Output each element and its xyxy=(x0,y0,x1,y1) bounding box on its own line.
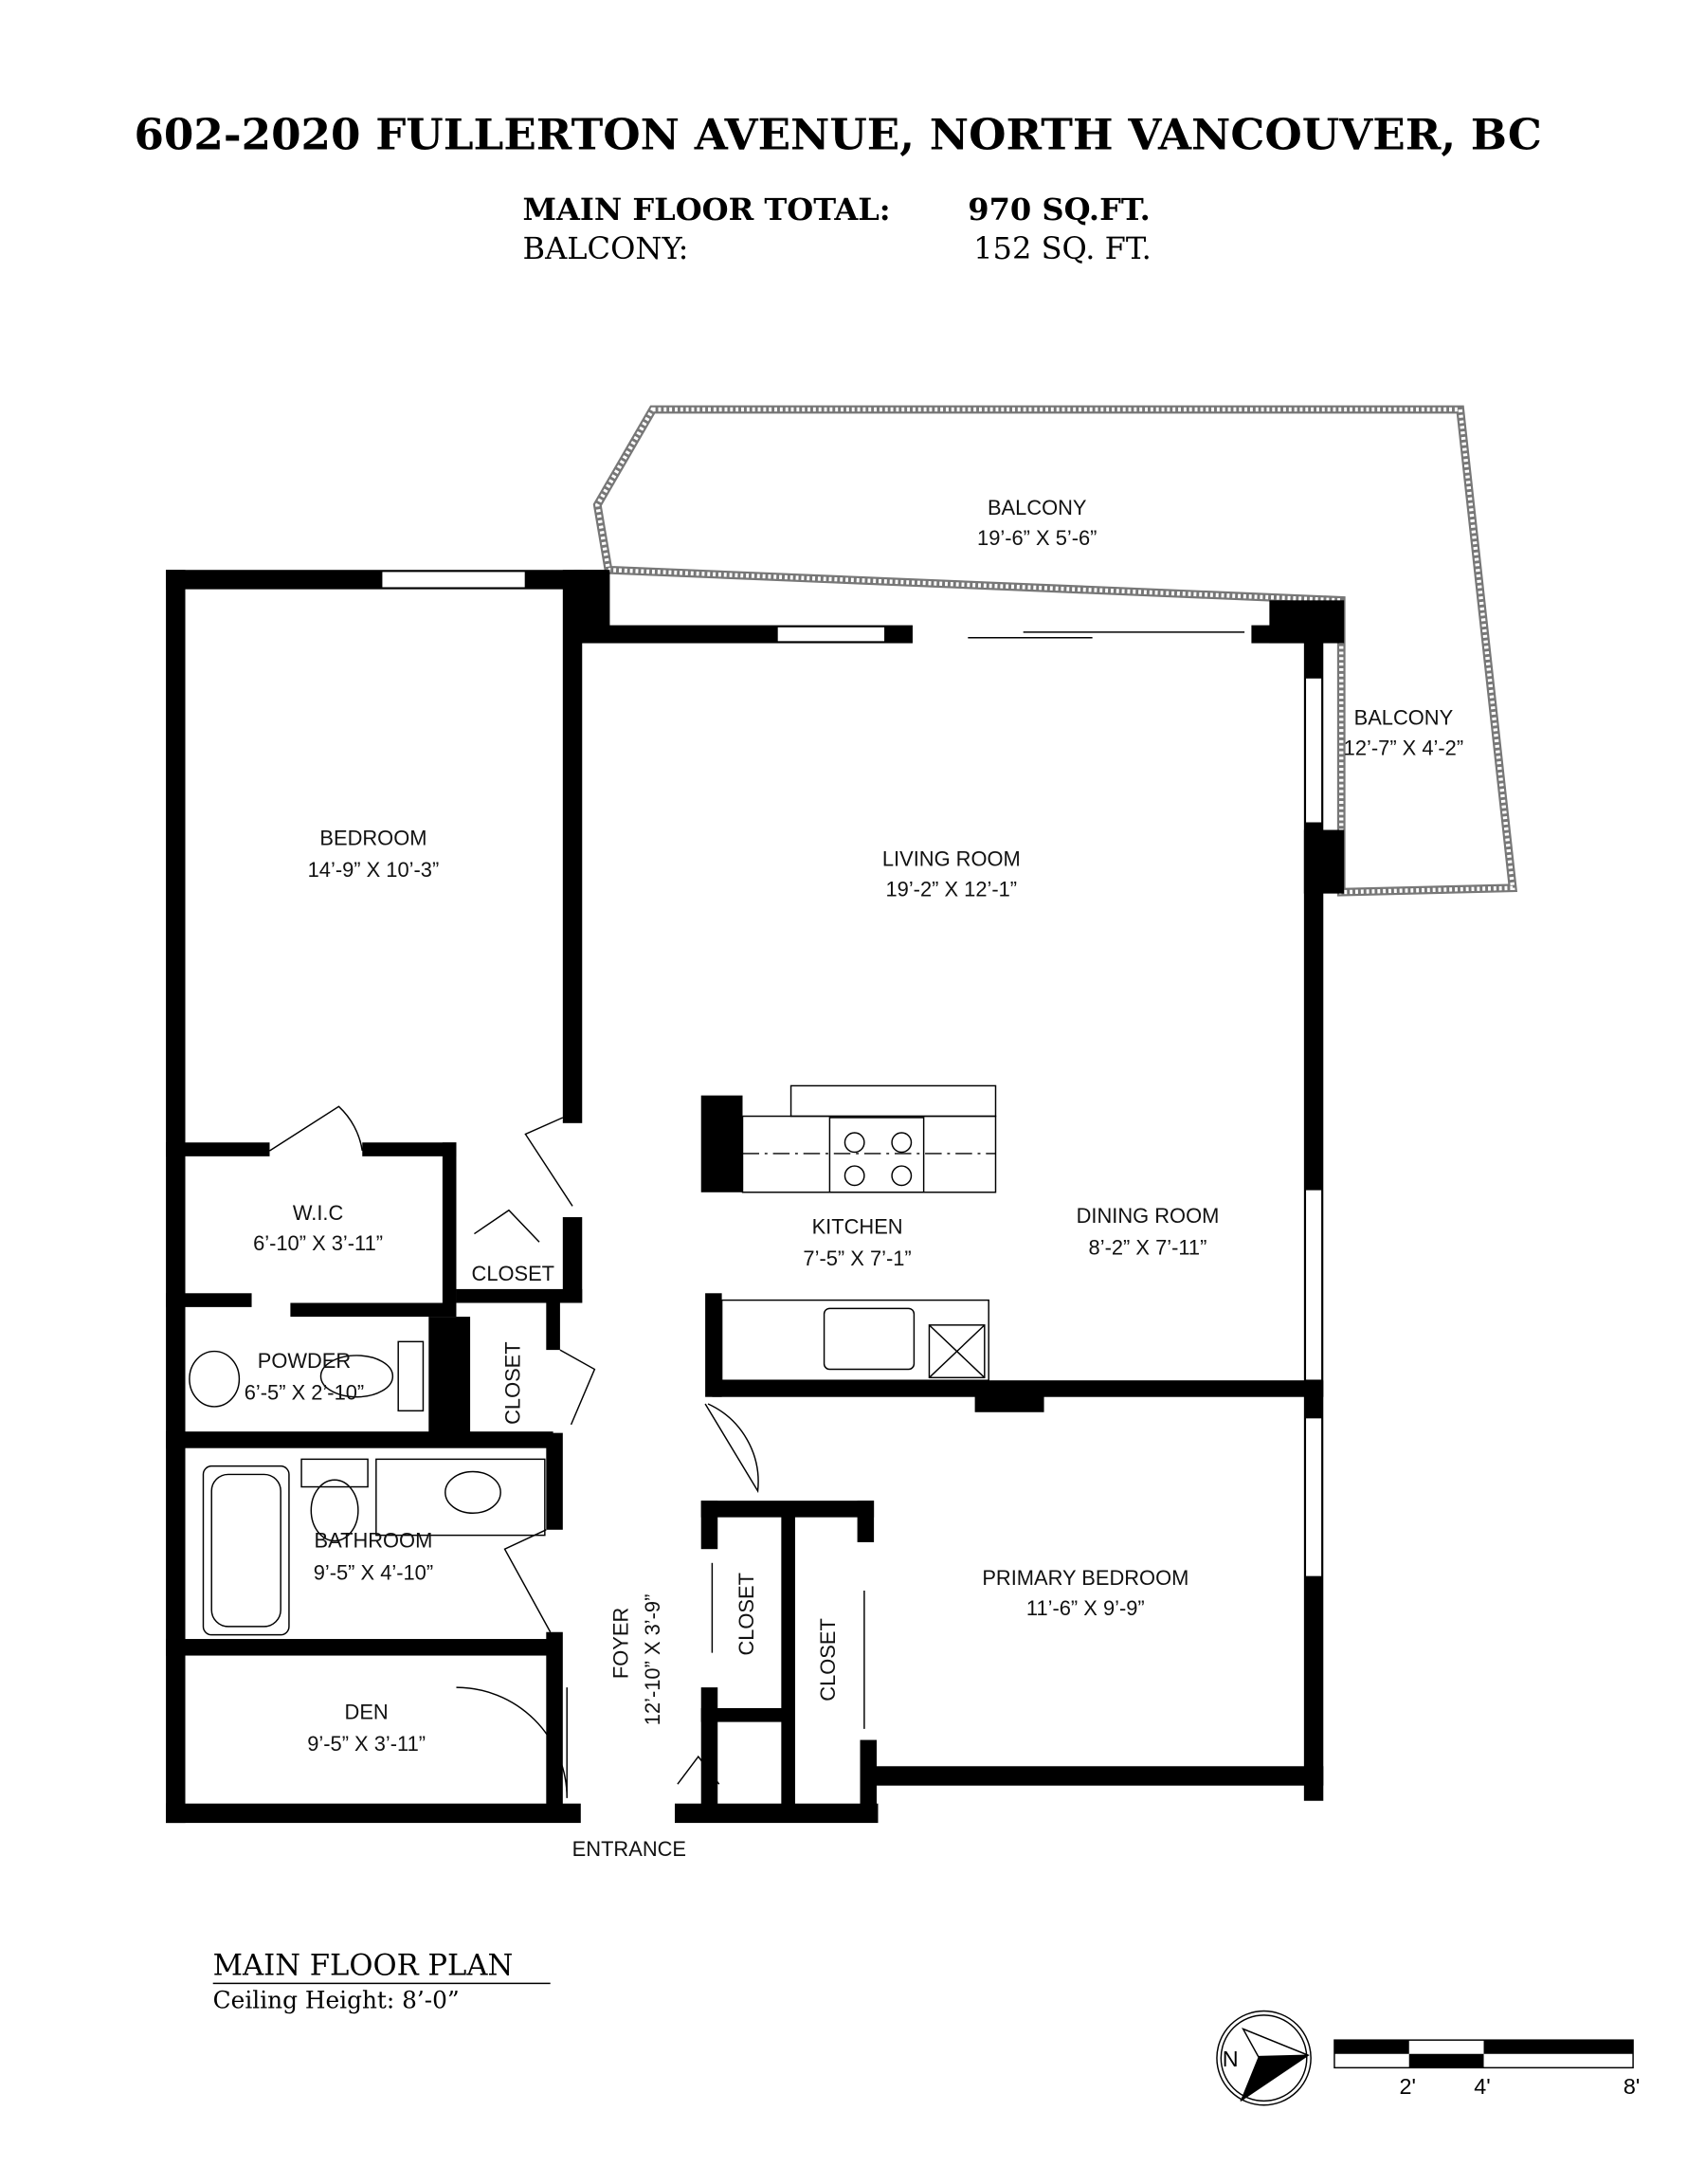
bathroom-fixtures xyxy=(189,1340,546,1636)
scale-label-2: 2' xyxy=(1400,2074,1416,2099)
dining-name: DINING ROOM xyxy=(1077,1204,1220,1228)
dining-size: 8’-2” X 7’-11” xyxy=(1089,1235,1207,1259)
living-name: LIVING ROOM xyxy=(882,846,1021,870)
closet-primary-label: CLOSET xyxy=(816,1618,840,1702)
closet-foyer-label: CLOSET xyxy=(735,1573,758,1656)
balcony-side-name: BALCONY xyxy=(1354,706,1454,730)
den-size: 9’-5” X 3’-11” xyxy=(307,1732,426,1756)
primary-size: 11’-6” X 9’-9” xyxy=(1026,1596,1145,1620)
bathroom-size: 9’-5” X 4’-10” xyxy=(314,1560,433,1584)
north-arrow-icon: N xyxy=(1216,2010,1312,2106)
den-name: DEN xyxy=(345,1701,389,1724)
bedroom-name: BEDROOM xyxy=(319,827,426,850)
foyer-size: 12’-10” X 3’-9” xyxy=(641,1594,664,1726)
page-title: 602-2020 FULLERTON AVENUE, NORTH VANCOUV… xyxy=(134,110,1541,160)
balcony-top-size: 19’-6” X 5’-6” xyxy=(977,526,1097,550)
scale-bar: 2' 4' 8' xyxy=(1333,2039,1640,2099)
scale-label-4: 4' xyxy=(1474,2074,1490,2099)
wic-name: W.I.C xyxy=(293,1201,343,1225)
main-floor-label: MAIN FLOOR TOTAL: xyxy=(523,191,891,228)
living-size: 19’-2” X 12’-1” xyxy=(885,878,1017,901)
powder-size: 6’-5” X 2’-10” xyxy=(245,1381,364,1405)
ceiling-height: Ceiling Height: 8’-0” xyxy=(213,1987,460,2014)
main-floor-value: 970 SQ.FT. xyxy=(968,191,1150,228)
entrance-label: ENTRANCE xyxy=(572,1837,686,1861)
walls xyxy=(166,570,1345,1824)
balcony-outline xyxy=(592,405,1518,897)
kitchen-counter xyxy=(720,1084,997,1381)
kitchen-name: KITCHEN xyxy=(812,1215,903,1239)
foyer-name: FOYER xyxy=(608,1608,632,1679)
closet-wic-label: CLOSET xyxy=(472,1262,555,1285)
balcony-side-size: 12’-7” X 4’-2” xyxy=(1344,737,1463,760)
balcony-top-name: BALCONY xyxy=(988,496,1087,519)
balcony-value: 152 SQ. FT. xyxy=(973,230,1152,266)
doors xyxy=(269,631,1245,1798)
powder-name: POWDER xyxy=(258,1349,351,1373)
plan-name: MAIN FLOOR PLAN xyxy=(213,1950,514,1983)
scale-label-8: 8' xyxy=(1624,2074,1640,2099)
closet-hall-label: CLOSET xyxy=(501,1341,525,1425)
balcony-label: BALCONY: xyxy=(523,230,689,266)
bedroom-size: 14’-9” X 10’-3” xyxy=(308,858,440,882)
wic-size: 6’-10” X 3’-11” xyxy=(253,1231,383,1255)
bathroom-name: BATHROOM xyxy=(315,1529,433,1553)
primary-name: PRIMARY BEDROOM xyxy=(982,1566,1188,1590)
kitchen-size: 7’-5” X 7’-1” xyxy=(803,1247,911,1270)
compass-north-label: N xyxy=(1223,2047,1239,2071)
